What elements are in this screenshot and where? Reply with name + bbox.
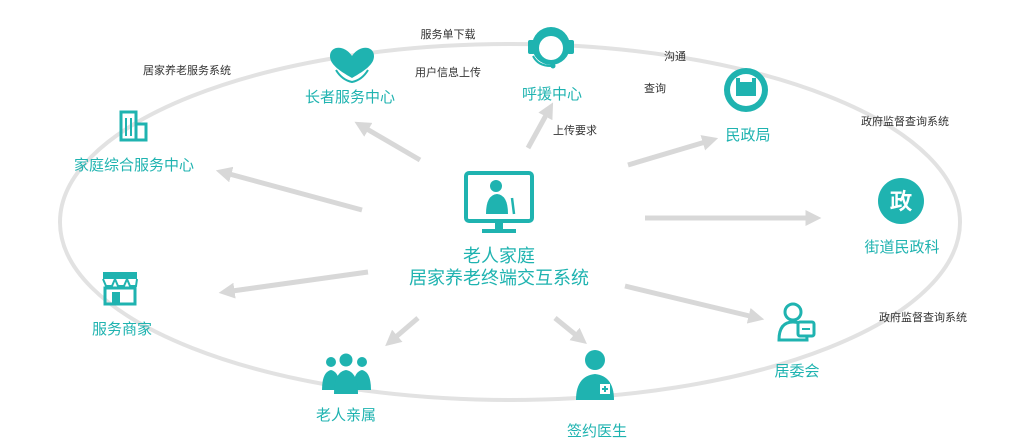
edge-label-download: 服务单下载: [421, 28, 476, 41]
shop-icon: [102, 272, 138, 306]
call-center-label: 呼援中心: [522, 85, 582, 103]
arrow-to-merchant: [218, 269, 369, 299]
civil-affairs-emblem-icon: [724, 68, 768, 112]
arrow-to-doctor: [553, 316, 587, 345]
family-service-label: 家庭综合服务中心: [74, 156, 194, 174]
edge-label-communicate: 沟通: [664, 50, 686, 63]
street-office-badge: 政: [890, 189, 913, 215]
arrow-to-civil-bureau: [627, 135, 719, 168]
heart-hands-icon: [330, 47, 374, 84]
edge-label-home-care-system: 居家养老服务系统: [143, 63, 231, 77]
building-icon: [119, 110, 148, 142]
edge-label-upload-user: 用户信息上传: [415, 65, 481, 79]
center-subtitle: 居家养老终端交互系统: [409, 268, 589, 289]
zheng-badge-icon: 政: [878, 178, 924, 224]
arrows: [215, 102, 822, 347]
relatives-label: 老人亲属: [316, 406, 376, 424]
arrow-to-relatives: [385, 316, 420, 347]
id-card-icon: [777, 302, 816, 342]
signed-doctor-label: 签约医生: [567, 422, 627, 440]
residents-committee-label: 居委会: [774, 362, 819, 380]
ecosystem-ring: [58, 42, 962, 402]
center-title: 老人家庭: [463, 246, 535, 267]
edge-label-query: 查询: [644, 81, 666, 95]
merchant-label: 服务商家: [92, 320, 152, 338]
edge-label-gov-query-1: 政府监督查询系统: [861, 114, 949, 128]
edge-label-upload-request: 上传要求: [553, 124, 597, 137]
people-group-icon: [322, 353, 371, 394]
arrow-to-call-center: [525, 102, 554, 150]
headset-icon: [528, 27, 574, 69]
doctor-icon: [576, 350, 614, 400]
street-office-label: 街道民政科: [864, 238, 939, 256]
elder-service-label: 长者服务中心: [305, 88, 395, 106]
civil-bureau-label: 民政局: [725, 126, 770, 144]
edge-label-gov-query-2: 政府监督查询系统: [879, 310, 967, 324]
arrow-to-residents-committee: [624, 283, 765, 324]
elderly-monitor-icon: [464, 171, 534, 233]
arrow-to-family-service: [215, 166, 363, 213]
arrow-to-elder-service: [354, 121, 422, 163]
